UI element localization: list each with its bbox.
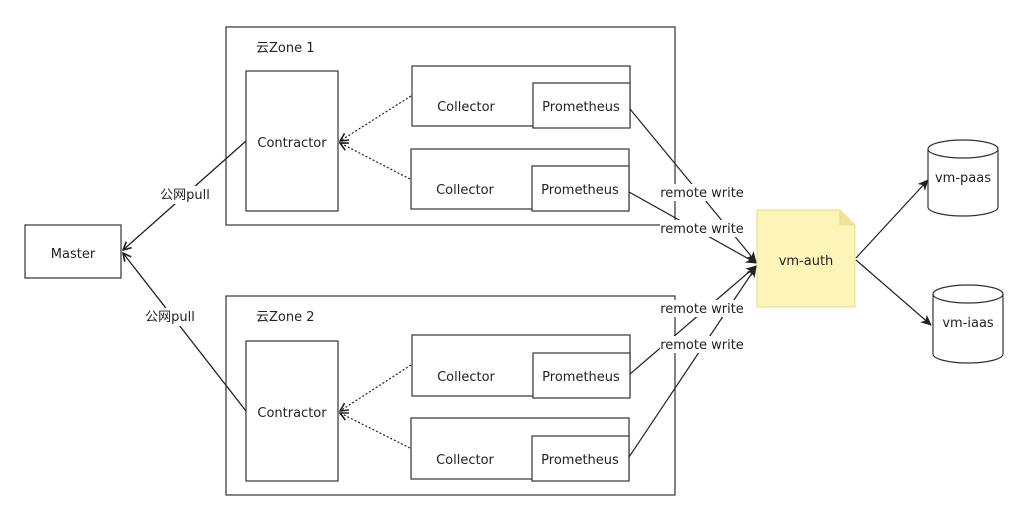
vm-paas-cylinder-body (927, 149, 999, 217)
vm-auth-to-vm-iaas-arrow (855, 259, 932, 326)
remote-write-label-4: remote write (660, 338, 744, 353)
zone-1-collector-2-to-contractor-arrow (340, 143, 411, 180)
remote-write-label-1: remote write (660, 186, 744, 201)
remote-write-label-3-bg (660, 300, 744, 317)
pull-label-2: 公网pull (145, 310, 195, 325)
zone-1-contractor-box (245, 70, 339, 212)
zone-2-contractor-box (245, 340, 339, 482)
remote-write-label-4-bg (660, 336, 744, 353)
zone-1-prometheus-2-box (531, 165, 630, 212)
pull-label-2-bg (142, 308, 198, 326)
remote-write-line-3 (629, 265, 757, 375)
zone-2-title: 云Zone 2 (256, 310, 315, 325)
zone-1-collector-1-to-contractor-arrow (340, 95, 412, 141)
master-box (24, 224, 122, 279)
zone-1-title: 云Zone 1 (256, 41, 315, 56)
vm-auth-label: vm-auth (779, 254, 834, 269)
zone-2-prometheus-2-box (531, 435, 630, 482)
zone-2-prometheus-2-label: Prometheus (541, 453, 619, 468)
vm-paas-database: vm-paas (927, 139, 999, 217)
zone-2-collector-2-to-contractor-arrow (340, 413, 411, 449)
zone-2-prometheus-1-box (532, 352, 631, 399)
zone-1-prometheus-1-label: Prometheus (542, 100, 620, 115)
vm-iaas-database: vm-iaas (932, 284, 1004, 364)
zone-2-pull-arrow (123, 253, 247, 412)
remote-write-label-2: remote write (660, 222, 744, 237)
vm-iaas-cylinder-top (932, 284, 1004, 304)
zone-1-collector-1-label: Collector (437, 100, 495, 115)
zone-2-collector-2-label: Collector (436, 453, 494, 468)
zone-2-collector-1-label: Collector (437, 370, 495, 385)
vm-paas-cylinder-top (927, 139, 999, 159)
vm-auth-note-fold (839, 210, 855, 226)
zone-1-frame (225, 26, 676, 226)
pull-label-1: 公网pull (160, 188, 210, 203)
remote-write-line-4 (628, 266, 757, 458)
remote-write-label-1-bg (660, 184, 744, 201)
vm-iaas-cylinder-body (932, 294, 1004, 364)
vm-paas-label: vm-paas (935, 171, 991, 186)
zone-1: 云Zone 1 Contractor Collector Prometheus … (225, 26, 676, 226)
pull-label-1-bg (157, 186, 213, 204)
zone-2-prometheus-1-label: Prometheus (542, 370, 620, 385)
remote-write-label-3: remote write (660, 302, 744, 317)
vm-auth-to-vm-paas-arrow (855, 179, 929, 259)
zone-1-collector-2-label: Collector (436, 183, 494, 198)
zone-1-prometheus-1-box (532, 82, 631, 129)
zone-1-prometheus-2-label: Prometheus (541, 183, 619, 198)
zone-2-contractor-label: Contractor (257, 406, 327, 421)
master-label: Master (51, 247, 96, 262)
remote-write-label-2-bg (660, 220, 744, 237)
zone-2-frame (225, 295, 676, 496)
vm-auth-note-shape (756, 209, 856, 308)
zone-2-collector-1-to-contractor-arrow (340, 364, 412, 411)
zone-1-contractor-label: Contractor (257, 136, 327, 151)
vm-iaas-label: vm-iaas (942, 316, 994, 331)
vm-auth-node: vm-auth (756, 209, 856, 308)
zone-2: 云Zone 2 Contractor Collector Prometheus … (225, 295, 676, 496)
